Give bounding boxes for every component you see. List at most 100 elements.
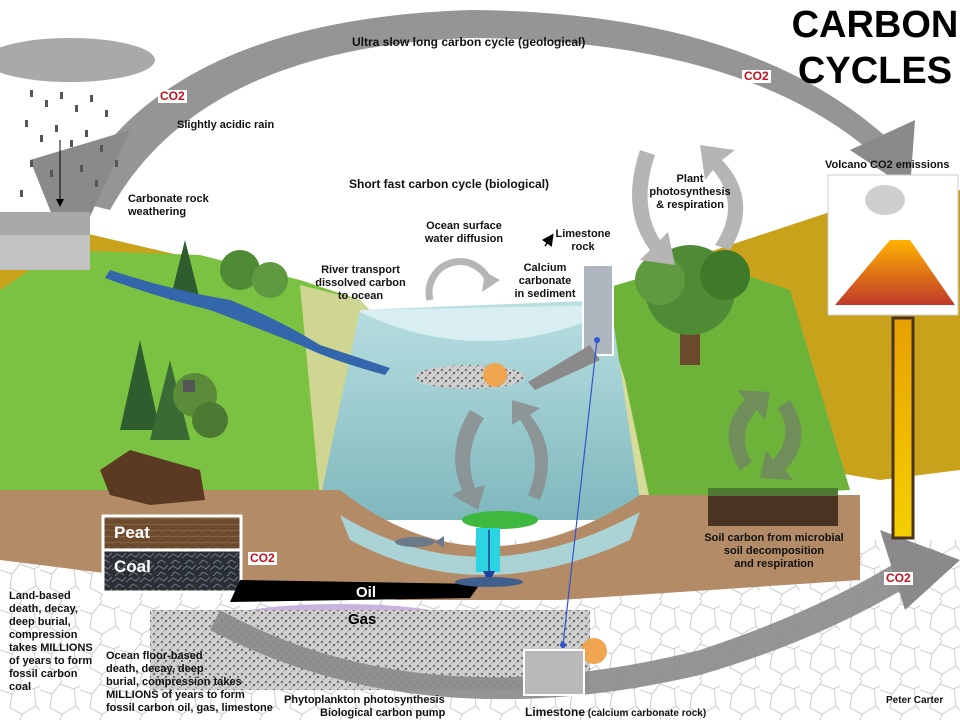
volcano-pipe — [891, 316, 915, 540]
oil-label: Oil — [356, 584, 377, 601]
land-based-line-5: takes MILLIONS — [9, 642, 93, 654]
river-line-3: to ocean — [337, 290, 384, 302]
plant-line-1: Plant — [676, 173, 704, 185]
land-based-line-4: compression — [9, 629, 78, 641]
soil-line-2: soil decomposition — [723, 545, 825, 557]
volcano-label: Volcano CO2 emissions — [825, 159, 950, 171]
shell-top — [483, 363, 507, 387]
limestone-rock-line-1: Limestone — [555, 228, 611, 240]
raindrops — [20, 90, 118, 197]
ocean-diffusion-line-1: Ocean surface — [426, 220, 502, 232]
ocean-diffusion-label: Ocean surface water diffusion — [414, 220, 514, 246]
river-line-1: River transport — [321, 264, 400, 276]
limestone-bottom-label: Limestone (calcium carbonate rock) — [525, 706, 706, 720]
ocean-floor-line-2: death, decay, deep — [106, 663, 204, 675]
limestone-rock-label: Limestone rock — [548, 228, 618, 254]
geological-arrow-top — [70, 10, 900, 210]
plant-label: Plant photosynthesis & respiration — [640, 173, 740, 212]
limestone-pointer-arrow — [541, 233, 554, 247]
peat-label: Peat — [114, 523, 150, 542]
oil-layer — [230, 580, 480, 602]
co2-label-bottom: CO2 — [884, 571, 913, 585]
calcium-carbonate-label: Calcium carbonate in sediment — [505, 262, 585, 301]
land-based-label: Land-based death, decay, deep burial, co… — [9, 590, 93, 694]
limestone-link-dot-bottom — [560, 642, 566, 648]
shell-bottom — [581, 638, 607, 664]
phytoplankton-line-1: Phytoplankton photosynthesis — [284, 694, 445, 706]
ocean-cycle-head — [482, 272, 500, 292]
gas-label: Gas — [348, 611, 377, 628]
river-line-2: dissolved carbon — [315, 277, 406, 289]
rock-weathering-line-2: weathering — [128, 206, 187, 218]
fish-tail — [435, 536, 444, 548]
carbon-pump-column — [476, 528, 500, 572]
ocean-surface — [360, 305, 610, 341]
acidic-rain-label: Slightly acidic rain — [177, 119, 275, 131]
diagram-title: CARBON CYCLES — [790, 2, 960, 94]
tree-stump — [100, 450, 205, 505]
credit-label: Peter Carter — [886, 695, 944, 706]
geological-arrow-bottom-head — [880, 530, 960, 610]
fish — [395, 537, 435, 547]
rock-weathering-label: Carbonate rock weathering — [128, 193, 209, 219]
ocean-basin — [320, 300, 640, 520]
right-tree — [635, 245, 750, 365]
land-based-line-2: death, decay, — [9, 603, 78, 615]
carbonate-rock-shade — [0, 235, 90, 270]
ocean-floor-line-3: burial, compression takes — [106, 676, 242, 688]
ultra-slow-cycle-label: Ultra slow long carbon cycle (geological… — [352, 35, 586, 49]
co2-label-coal: CO2 — [248, 551, 277, 565]
plant-line-2: photosynthesis — [649, 186, 731, 198]
river-label: River transport dissolved carbon to ocea… — [313, 264, 408, 303]
soil-line-3: and respiration — [734, 558, 814, 570]
co2-label-top: CO2 — [742, 69, 771, 83]
soil-arrow-2 — [760, 400, 802, 480]
rock-weathering-line-1: Carbonate rock — [128, 193, 209, 205]
soil-arrow-1 — [728, 390, 770, 470]
coal-label: Coal — [114, 557, 151, 576]
geological-arrow-top-head — [850, 120, 915, 190]
calcium-line-2: carbonate — [518, 275, 572, 287]
volcano-smoke — [865, 185, 905, 215]
soil-grass — [708, 488, 838, 496]
limestone-slide-arrow — [528, 345, 600, 390]
land-based-line-8: coal — [9, 681, 32, 693]
limestone-bottom-main: Limestone — [525, 705, 586, 719]
volcano — [835, 240, 955, 305]
coal-layer — [101, 548, 243, 594]
phytoplankton-label: Phytoplankton photosynthesis Biological … — [284, 694, 445, 720]
short-fast-cycle-label: Short fast carbon cycle (biological) — [349, 177, 550, 191]
limestone-block — [523, 649, 585, 696]
plant-arrow-down — [632, 150, 675, 265]
plant-arrow-up — [700, 145, 744, 250]
ocean-arrow-up — [512, 400, 548, 500]
limestone-rock-line-2: rock — [571, 241, 595, 253]
ocean-bottom-water — [340, 512, 640, 575]
land-based-line-7: fossil carbon — [9, 668, 78, 680]
ocean-diffusion-line-2: water diffusion — [424, 233, 504, 245]
left-grass — [0, 250, 360, 500]
ocean-cycle-arrows — [425, 258, 494, 301]
cloud — [0, 38, 155, 82]
phytoplankton — [462, 511, 538, 529]
limestone-link-line — [562, 339, 598, 646]
geological-arrow-left — [30, 130, 130, 260]
co2-label-rain: CO2 — [158, 89, 187, 103]
ocean-floor-line-5: fossil carbon oil, gas, limestone — [106, 702, 273, 714]
ocean-floor-label: Ocean floor-based death, decay, deep bur… — [106, 650, 273, 715]
land-based-line-6: of years to form — [9, 655, 93, 667]
left-forest — [120, 240, 288, 440]
limestone-bottom-sub: (calcium carbonate rock) — [585, 708, 707, 719]
title-line-2: CYCLES — [797, 50, 953, 92]
ocean-floor-line-4: MILLIONS of years to form — [106, 689, 245, 701]
soil-carbon-label: Soil carbon from microbial soil decompos… — [694, 532, 854, 571]
phytoplankton-line-2: Biological carbon pump — [320, 707, 446, 719]
peat-layer — [101, 514, 243, 552]
title-line-1: CARBON — [791, 4, 959, 46]
geological-arrow-bottom — [210, 560, 910, 700]
river — [105, 270, 390, 375]
seafloor-gravel — [415, 365, 525, 389]
land-based-line-3: deep burial, — [9, 616, 71, 628]
soil-line-1: Soil carbon from microbial — [704, 532, 844, 544]
